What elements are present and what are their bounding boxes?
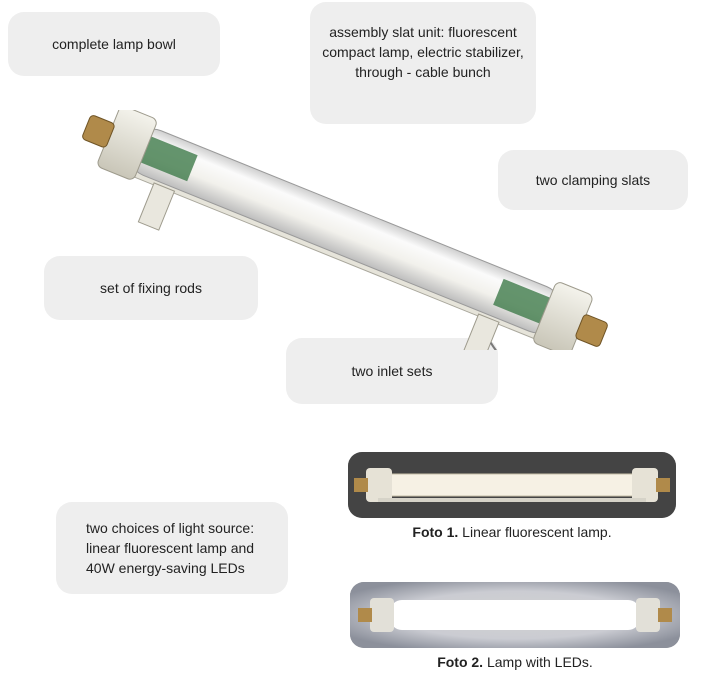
mounting-bracket-right bbox=[462, 313, 500, 350]
pcb-board-right bbox=[493, 278, 550, 324]
inlet-connector-right bbox=[575, 314, 608, 347]
foto-1-image bbox=[348, 452, 676, 518]
foto-2-caption: Foto 2. Lamp with LEDs. bbox=[350, 654, 680, 670]
callout-set-of-fixing-rods: set of fixing rods bbox=[44, 256, 258, 320]
callout-two-clamping-slats: two clamping slats bbox=[498, 150, 688, 210]
callout-two-inlet-sets: two inlet sets bbox=[286, 338, 498, 404]
foto-1-label: Foto 1. bbox=[412, 524, 459, 540]
foto-2-cap-left bbox=[370, 598, 394, 632]
callout-complete-lamp-bowl-text: complete lamp bowl bbox=[52, 36, 176, 52]
lamp-fixture-image bbox=[82, 110, 608, 350]
callout-two-clamping-slats-text: two clamping slats bbox=[535, 172, 651, 188]
foto-1-caption: Foto 1. Linear fluorescent lamp. bbox=[348, 524, 676, 540]
callout-two-inlet-sets-text: two inlet sets bbox=[351, 363, 433, 379]
foto-2-label: Foto 2. bbox=[437, 654, 484, 670]
foto-2-connector-left bbox=[358, 608, 372, 622]
foto-1-connector-right bbox=[656, 478, 670, 492]
inlet-connector-left bbox=[82, 115, 115, 148]
pcb-board-left bbox=[140, 136, 198, 182]
callout-two-choices-light-source-text: two choices of light source: linear fluo… bbox=[86, 520, 255, 576]
foto-2-text: Lamp with LEDs. bbox=[483, 654, 593, 670]
foto-1-cap-right bbox=[632, 468, 658, 502]
foto-2-image bbox=[350, 582, 680, 648]
callout-complete-lamp-bowl: complete lamp bowl bbox=[8, 12, 220, 76]
foto-2-connector-right bbox=[658, 608, 672, 622]
callout-two-choices-light-source: two choices of light source: linear fluo… bbox=[56, 502, 288, 594]
callout-set-of-fixing-rods-text: set of fixing rods bbox=[100, 280, 202, 296]
foto-1-connector-left bbox=[354, 478, 368, 492]
callout-assembly-slat-unit: assembly slat unit: fluorescent compact … bbox=[310, 2, 536, 124]
callout-assembly-slat-unit-text: assembly slat unit: fluorescent compact … bbox=[322, 24, 524, 80]
foto-1-text: Linear fluorescent lamp. bbox=[458, 524, 612, 540]
mounting-bracket-left bbox=[137, 182, 176, 231]
foto-2-cap-right bbox=[636, 598, 660, 632]
led-tube bbox=[390, 600, 640, 630]
foto-1-cap-left bbox=[366, 468, 392, 502]
fluorescent-tube bbox=[377, 473, 647, 497]
